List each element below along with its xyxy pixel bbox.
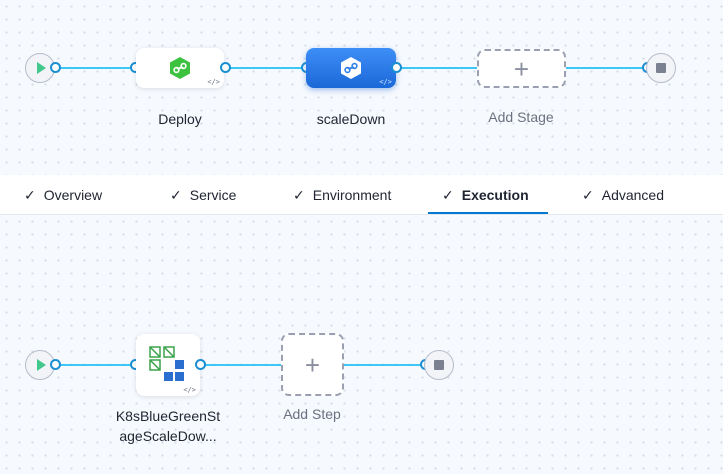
add-stage-button[interactable]: + xyxy=(477,49,566,88)
tab-advanced[interactable]: ✓ Advanced xyxy=(582,175,664,215)
check-icon: ✓ xyxy=(442,186,454,203)
yaml-code-icon: </> xyxy=(379,78,392,86)
connector-port xyxy=(220,62,231,73)
step-label-k8s: K8sBlueGreenSt ageScaleDow... xyxy=(106,406,230,446)
connector-line xyxy=(397,67,477,69)
add-step-button[interactable]: + xyxy=(281,333,344,396)
k8s-blue-green-scale-down-icon xyxy=(149,346,184,381)
tab-label: Execution xyxy=(461,187,529,203)
deploy-icon xyxy=(170,57,190,79)
add-stage-label: Add Stage xyxy=(488,109,554,125)
deploy-icon xyxy=(341,57,361,79)
check-icon: ✓ xyxy=(293,186,305,203)
connector-port xyxy=(195,359,206,370)
step-label-line: K8sBlueGreenSt xyxy=(115,408,221,424)
connector-line xyxy=(226,67,306,69)
pipeline-stage-canvas: </> Deploy </> scaleDown + Add Stage xyxy=(0,0,723,175)
yaml-code-icon: </> xyxy=(183,386,196,394)
connector-port xyxy=(50,359,61,370)
tab-label: Service xyxy=(189,187,237,203)
connector-line xyxy=(56,364,136,366)
stage-node-scaledown[interactable]: </> xyxy=(306,48,396,88)
stage-label-scaledown: scaleDown xyxy=(316,111,386,127)
stage-label-deploy: Deploy xyxy=(158,111,202,127)
pipeline-end-node xyxy=(646,53,676,83)
connector-line xyxy=(566,67,648,69)
execution-step-canvas: </> K8sBlueGreenSt ageScaleDow... + Add … xyxy=(0,215,723,474)
execution-end-node xyxy=(424,350,454,380)
stage-tab-bar: ✓ Overview ✓ Service ✓ Environment ✓ Exe… xyxy=(0,175,723,215)
add-step-label: Add Step xyxy=(283,406,341,422)
plus-icon: + xyxy=(513,53,530,84)
check-icon: ✓ xyxy=(170,186,182,203)
play-icon xyxy=(37,62,46,74)
play-icon xyxy=(37,359,46,371)
connector-line xyxy=(344,364,426,366)
check-icon: ✓ xyxy=(24,186,36,203)
tab-label: Overview xyxy=(43,187,103,203)
connector-line xyxy=(56,67,136,69)
step-label-line: ageScaleDow... xyxy=(119,428,217,444)
tab-overview[interactable]: ✓ Overview xyxy=(24,175,102,215)
tab-execution[interactable]: ✓ Execution xyxy=(442,175,529,215)
step-node-k8s-blue-green-scale-down[interactable]: </> xyxy=(136,334,200,396)
stop-icon xyxy=(434,360,444,370)
tab-label: Environment xyxy=(312,187,392,203)
check-icon: ✓ xyxy=(582,186,594,203)
connector-port xyxy=(391,62,402,73)
connector-port xyxy=(50,62,61,73)
plus-icon: + xyxy=(304,349,321,380)
stage-node-deploy[interactable]: </> xyxy=(136,48,224,88)
tab-environment[interactable]: ✓ Environment xyxy=(293,175,391,215)
connector-line xyxy=(201,364,281,366)
active-tab-indicator xyxy=(428,212,548,214)
tab-label: Advanced xyxy=(601,187,665,203)
tab-service[interactable]: ✓ Service xyxy=(170,175,236,215)
yaml-code-icon: </> xyxy=(207,78,220,86)
stop-icon xyxy=(656,63,666,73)
